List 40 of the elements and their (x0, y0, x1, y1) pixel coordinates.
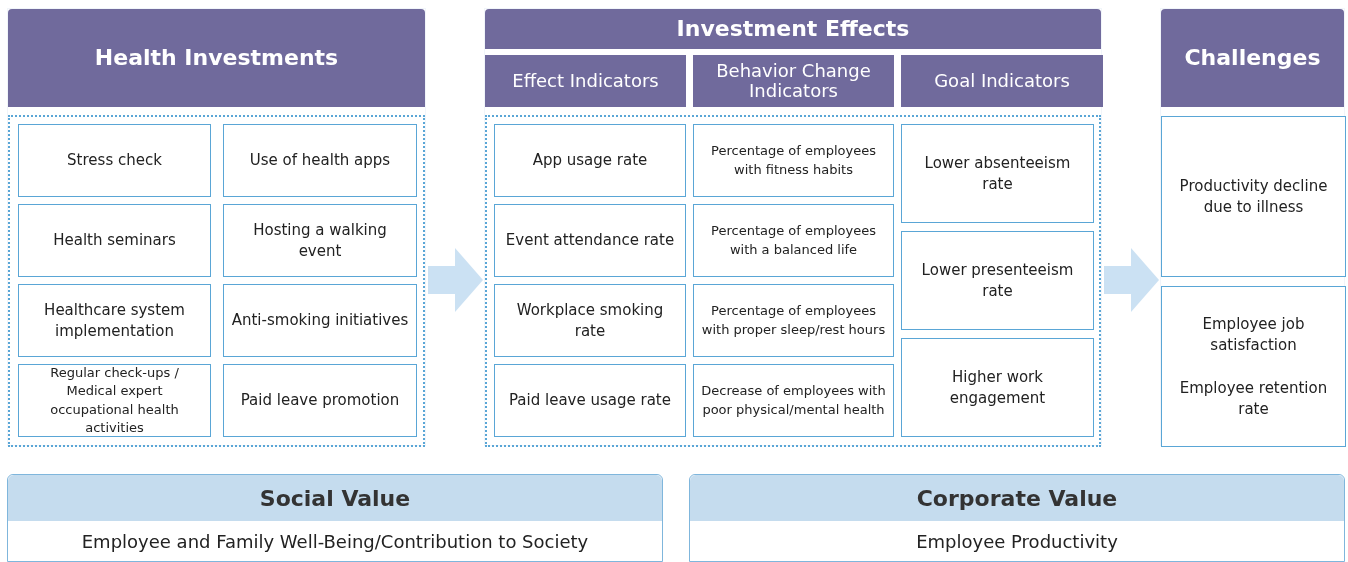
item-box: App usage rate (494, 124, 686, 197)
column-header: Goal Indicators (901, 55, 1103, 107)
header-band: Challenges (1161, 9, 1344, 107)
item-text: Employee retention rate (1178, 377, 1329, 420)
item-box: Productivity decline due to illness (1161, 116, 1346, 277)
item-box: Percentage of employees with a balanced life (693, 204, 894, 277)
panel-text: Employee and Family Well-Being/Contribution to Society (80, 531, 590, 552)
panel-header: Corporate Value (690, 475, 1344, 521)
item-text: Employee job satisfaction (1201, 313, 1306, 356)
header-band: Health Investments (8, 9, 425, 107)
column-header: Effect Indicators (485, 55, 686, 107)
item-box: Percentage of employees with fitness habits (693, 124, 894, 197)
item-box (1161, 286, 1346, 447)
group-panel (484, 8, 1102, 446)
item-box: Stress check (18, 124, 211, 197)
item-box: Hosting a walking event (223, 204, 417, 277)
header-band: Investment Effects (485, 9, 1101, 49)
item-box: Anti-smoking initiatives (223, 284, 417, 357)
arrow (1104, 248, 1159, 312)
item-box: Lower absenteeism rate (901, 124, 1094, 223)
item-box: Healthcare system implementation (18, 284, 211, 357)
panel-text: Employee Productivity (915, 531, 1119, 552)
item-box: Regular check-ups / Medical expert occupational health activities (18, 364, 211, 437)
arrow (428, 248, 483, 312)
item-box: Use of health apps (223, 124, 417, 197)
item-box: Event attendance rate (494, 204, 686, 277)
item-box: Paid leave promotion (223, 364, 417, 437)
item-box: Paid leave usage rate (494, 364, 686, 437)
value-panel (689, 474, 1345, 562)
group-panel (1160, 8, 1345, 446)
item-box: Percentage of employees with proper sleep/rest hours (693, 284, 894, 357)
panel-header: Social Value (8, 475, 662, 521)
item-box: Lower presenteeism rate (901, 231, 1094, 330)
item-box: Health seminars (18, 204, 211, 277)
item-box: Decrease of employees with poor physical/mental health (693, 364, 894, 437)
value-panel (7, 474, 663, 562)
item-box: Workplace smoking rate (494, 284, 686, 357)
item-box: Higher work engagement (901, 338, 1094, 437)
column-header: Behavior Change Indicators (693, 55, 894, 107)
group-panel (7, 8, 426, 446)
